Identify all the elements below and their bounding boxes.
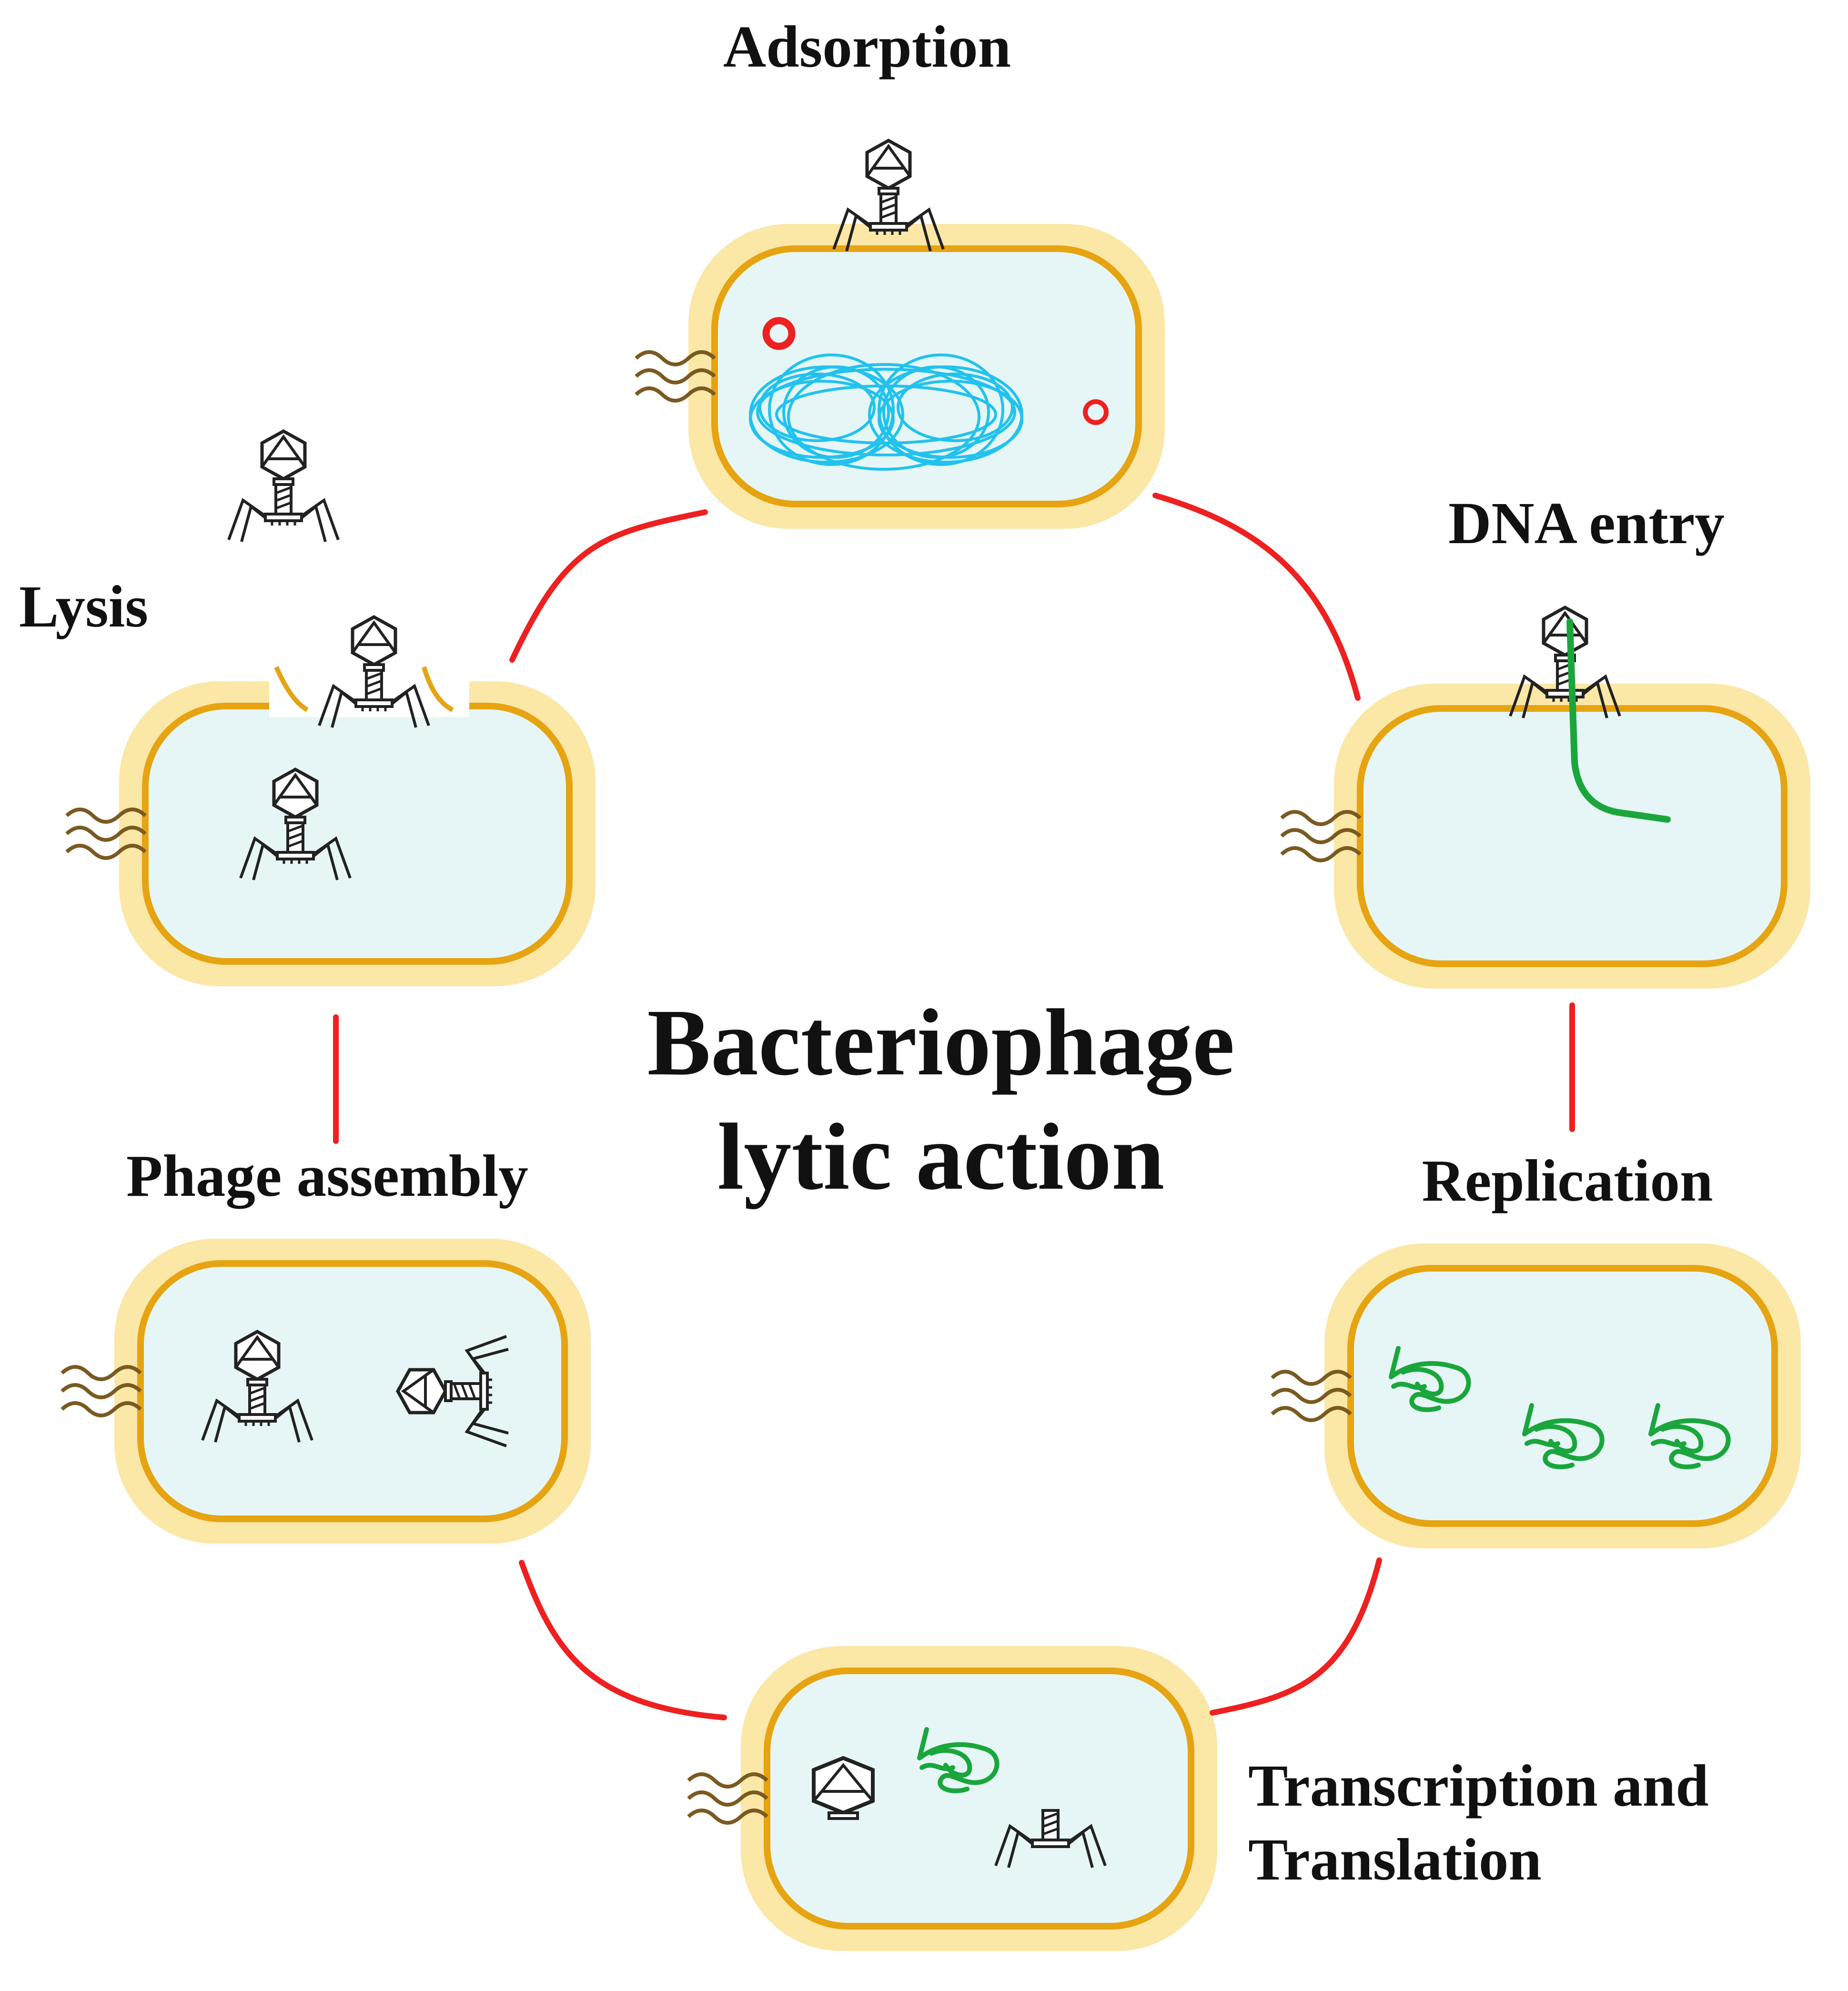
cycle-arrows: [333, 493, 1575, 1720]
arrow-replication-to-transcription: [1210, 1557, 1382, 1716]
cell-adsorption: [636, 224, 1165, 529]
cell-transcription-translation: [688, 1646, 1217, 1951]
stage-label-phage-assembly: Phage assembly: [126, 1143, 528, 1209]
stage-label-adsorption: Adsorption: [723, 14, 1011, 80]
plasmid: [1083, 399, 1109, 425]
cell-dna-entry: [1282, 684, 1810, 989]
stage-label-transcription-line1: Transcription and: [1248, 1753, 1709, 1819]
stage-label-dna-entry: DNA entry: [1448, 491, 1725, 556]
stage-label-lysis: Lysis: [19, 574, 148, 640]
diagram-title-line1: Bacteriophage: [647, 990, 1234, 1095]
arrow-transcription-to-assembly: [519, 1560, 727, 1720]
bacteriophage-icon: [229, 431, 338, 542]
host-chromosome: [749, 354, 1023, 471]
stage-label-replication: Replication: [1422, 1148, 1713, 1214]
phage-tail-part: [994, 1809, 1107, 1868]
plasmid: [762, 317, 796, 350]
cell-phage-assembly: [62, 1239, 591, 1544]
arrow-lysis-to-adsorption: [509, 509, 708, 663]
arrow-adsorption-to-dna-entry: [1152, 493, 1361, 701]
stage-label-transcription-line2: Translation: [1248, 1827, 1542, 1893]
diagram-title-line2: lytic action: [717, 1104, 1165, 1210]
cell-lysis: [67, 660, 596, 986]
cell-replication: [1272, 1243, 1801, 1548]
viral-dna-strand: [1566, 618, 1671, 823]
phage-head-part: [812, 1756, 875, 1820]
